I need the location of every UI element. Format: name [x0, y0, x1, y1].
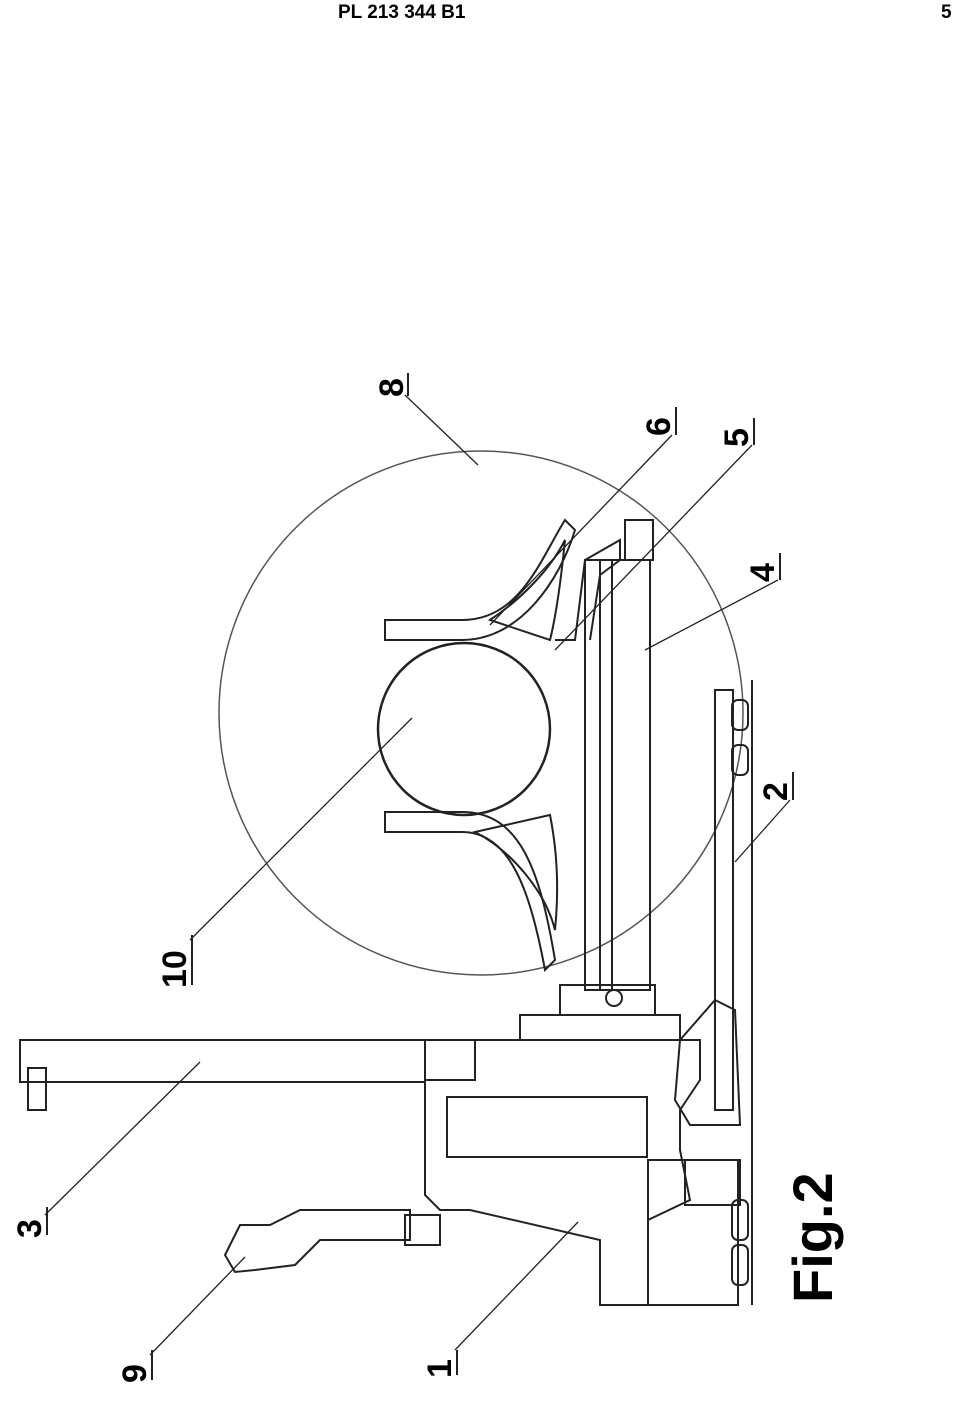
chassis-bracket [424, 1039, 476, 1081]
column-head [624, 519, 654, 561]
wheel-front-1 [731, 699, 749, 731]
wheel-rear-1 [731, 1199, 749, 1241]
label-5: 5 [718, 428, 756, 447]
label-8: 8 [373, 378, 411, 397]
fork-rail [714, 689, 734, 1111]
column-outer [584, 559, 651, 991]
label-3: 3 [11, 1219, 49, 1238]
rear-box [647, 1159, 739, 1306]
label-9: 9 [116, 1364, 154, 1383]
leader-9 [149, 1256, 246, 1356]
rear-fender [673, 998, 742, 1126]
reel-outline [218, 450, 744, 976]
leader-10 [189, 717, 413, 941]
label-2: 2 [757, 782, 795, 801]
tiller-base [404, 1214, 441, 1246]
base-knob [605, 989, 623, 1007]
patent-number: PL 213 344 B1 [338, 2, 466, 23]
leader-5 [554, 444, 753, 651]
mast-cap [27, 1067, 47, 1111]
leader-3 [44, 1061, 201, 1216]
upper-arm [384, 518, 577, 641]
leader-4 [644, 579, 779, 651]
leader-1 [454, 1221, 579, 1351]
label-6: 6 [640, 417, 678, 436]
upper-arm-cutout [487, 539, 566, 642]
page-number: 5 [941, 2, 952, 23]
core-circle [376, 641, 552, 817]
leader-8 [404, 394, 479, 466]
tiller-handle [223, 1209, 411, 1274]
label-1: 1 [421, 1359, 459, 1378]
lower-arm-cutout [472, 813, 559, 931]
figure-caption: Fig.2 [781, 1172, 844, 1303]
mast [19, 1039, 426, 1083]
base-plate [519, 1014, 681, 1041]
leader-6 [489, 434, 673, 626]
label-10: 10 [156, 950, 194, 988]
leader-2 [734, 799, 791, 863]
chassis-panel [446, 1096, 648, 1158]
wheel-rear-2 [731, 1244, 749, 1286]
rear-plate [684, 1159, 741, 1206]
label-4: 4 [744, 563, 782, 582]
lower-arm [384, 811, 557, 973]
